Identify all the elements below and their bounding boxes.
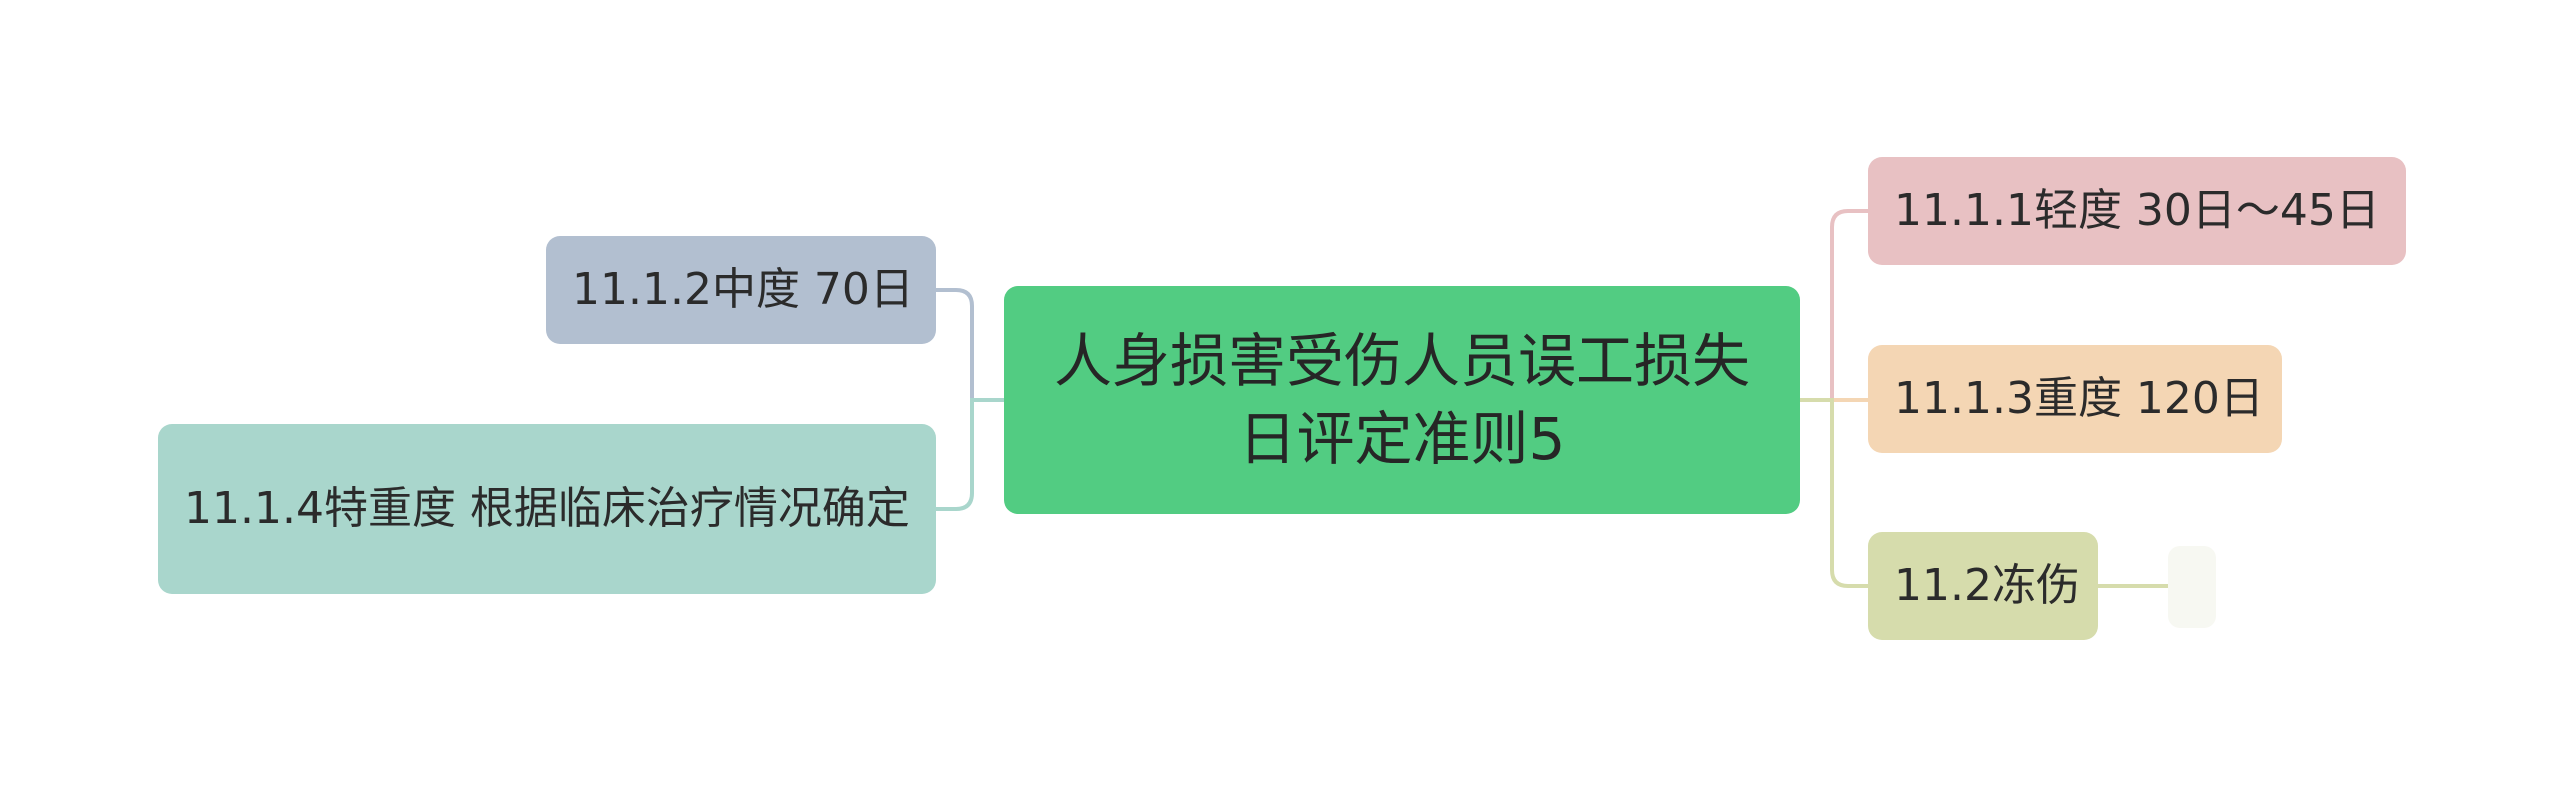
connector-root-to-11-1-2	[934, 288, 1006, 402]
topic-label-11-1-2: 11.1.2中度 70日	[572, 264, 914, 315]
topic-node-11-1-4[interactable]: 11.1.4特重度 根据临床治疗情况确定	[158, 424, 936, 594]
root-topic-node[interactable]: 人身损害受伤人员误工损失日评定准则5	[1004, 286, 1800, 514]
topic-label-11-2: 11.2冻伤	[1894, 560, 2080, 611]
connector-root-to-11-2	[1798, 398, 1870, 588]
topic-label-11-1-3: 11.1.3重度 120日	[1894, 373, 2264, 424]
topic-label-11-1-1: 11.1.1轻度 30日～45日	[1894, 185, 2380, 236]
topic-node-11-1-1[interactable]: 11.1.1轻度 30日～45日	[1868, 157, 2406, 265]
empty-subtopic-node[interactable]	[2168, 546, 2216, 628]
connector-root-to-11-1-1	[1798, 209, 1870, 402]
topic-node-11-2[interactable]: 11.2冻伤	[1868, 532, 2098, 640]
topic-label-11-1-4: 11.1.4特重度 根据临床治疗情况确定	[184, 483, 910, 534]
topic-node-11-1-2[interactable]: 11.1.2中度 70日	[546, 236, 936, 344]
topic-node-11-1-3[interactable]: 11.1.3重度 120日	[1868, 345, 2282, 453]
root-topic-label: 人身损害受伤人员误工损失日评定准则5	[1053, 327, 1750, 473]
connector-root-to-11-1-4	[934, 398, 1006, 511]
